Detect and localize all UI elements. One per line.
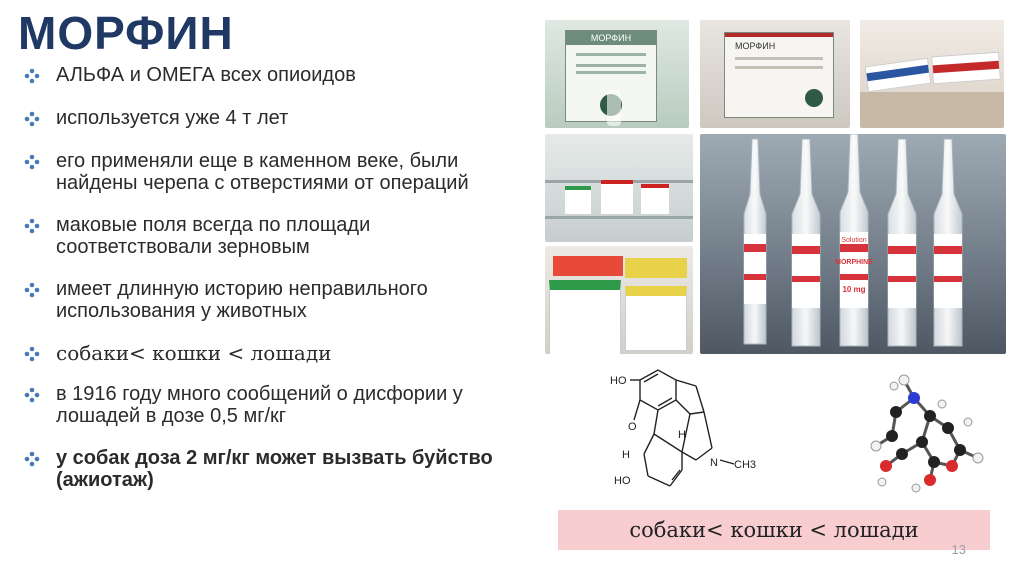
- bullet-item: собаки< кошки < лошади: [24, 342, 534, 365]
- bullet-item: маковые поля всегда по площади соответст…: [24, 214, 476, 258]
- bullet-diamond-icon: [24, 282, 40, 298]
- bullet-item: имеет длинную историю неправильного испо…: [24, 278, 536, 322]
- morphine-ball-and-stick-model: [870, 374, 984, 493]
- ampoule-label: MORPHINE: [835, 259, 873, 266]
- photo-morphine-sulfate-boxes: [545, 246, 693, 354]
- bullet-diamond-icon: [24, 451, 40, 467]
- formula-label: O: [628, 421, 637, 433]
- bullet-item: используется уже 4 т лет: [24, 107, 534, 129]
- formula-label: HO: [614, 475, 631, 487]
- bullet-item: его применяли еще в каменном веке, были …: [24, 150, 516, 194]
- photo-medicine-packages: [860, 20, 1004, 128]
- photo-morphine-ampoules: Solution MORPHINE 10 mg: [700, 134, 1006, 354]
- ampoule-label: 10 mg: [842, 285, 865, 294]
- photo-pharmacy-shelf: [545, 134, 693, 242]
- slide-title: МОРФИН: [18, 7, 234, 59]
- bullet-diamond-icon: [24, 387, 40, 403]
- bullet-diamond-icon: [24, 346, 40, 362]
- formula-label: H: [622, 449, 630, 461]
- ampoule-label: Solution: [841, 237, 866, 244]
- bullet-diamond-icon: [24, 218, 40, 234]
- morphine-structural-formula: HO O H H N CH3 HO: [610, 369, 756, 487]
- photo-morphine-box: МОРФИН: [700, 20, 850, 128]
- bullet-list: АЛЬФА и ОМЕГА всех опиоидов используется…: [24, 64, 534, 491]
- bullet-item: АЛЬФА и ОМЕГА всех опиоидов: [24, 64, 534, 86]
- formula-label: HO: [610, 375, 627, 387]
- bullet-diamond-icon: [24, 154, 40, 170]
- bullet-diamond-icon: [24, 111, 40, 127]
- page-number: 13: [951, 542, 966, 557]
- formula-label: CH3: [734, 459, 756, 471]
- formula-label: H: [678, 429, 686, 441]
- bullet-item: у собак доза 2 мг/кг может вызвать буйст…: [24, 447, 496, 491]
- box-label: МОРФИН: [566, 31, 656, 45]
- bullet-item: в 1916 году много сообщений о дисфории у…: [24, 383, 536, 427]
- box-label: МОРФИН: [735, 41, 776, 51]
- ampoules-illustration: Solution MORPHINE 10 mg: [743, 134, 963, 347]
- photo-morphine-box-pharmacy: МОРФИН: [545, 20, 689, 128]
- bullet-diamond-icon: [24, 68, 40, 84]
- caption-box: собаки< кошки < лошади: [558, 510, 990, 550]
- formula-label: N: [710, 457, 718, 469]
